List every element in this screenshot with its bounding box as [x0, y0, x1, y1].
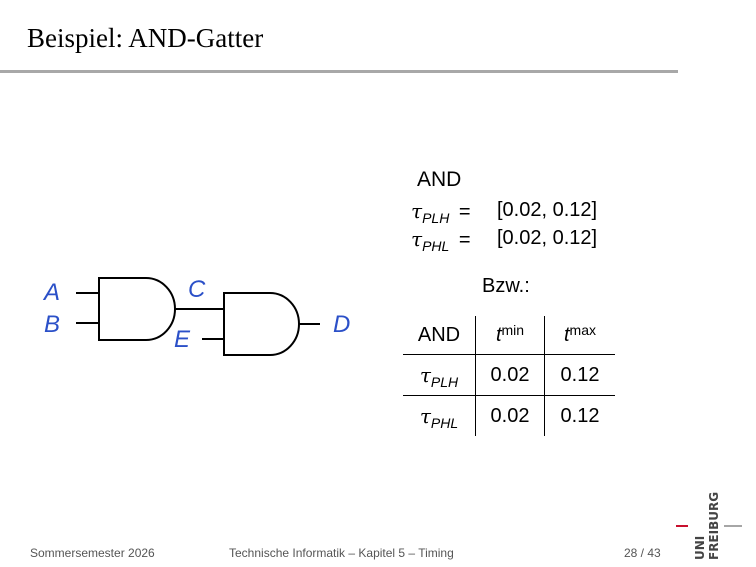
logo-line-2: FREIBURG [707, 492, 721, 560]
footer-page-number: 28 / 43 [624, 546, 661, 560]
subscript: PLH [422, 210, 450, 226]
signal-b-label: B [44, 311, 61, 338]
alternative-label: Bzw.: [482, 275, 530, 297]
and-gate-circuit [76, 277, 320, 356]
equals-sign: = [458, 201, 471, 223]
delay-value: [0.02, 0.12] [497, 199, 598, 221]
cell-min: 0.02 [475, 354, 545, 396]
signal-a-label: A [44, 279, 61, 306]
row-label: τPHL [419, 403, 459, 431]
table-header-row: AND tmin tmax [403, 316, 615, 355]
table-row: τPLH 0.02 0.12 [403, 354, 615, 396]
signal-e-label: E [174, 326, 191, 353]
footer-semester: Sommersemester 2026 [30, 546, 155, 560]
title-divider [0, 70, 678, 73]
cell-min: 0.02 [475, 395, 545, 436]
signal-c-label: C [188, 276, 206, 303]
university-logo: UNI FREIBURG [676, 492, 742, 560]
header-tmax: tmax [544, 316, 615, 355]
logo-line-1: UNI [693, 536, 707, 560]
signal-d-label: D [333, 311, 351, 338]
equals-sign: = [458, 229, 471, 251]
delay-plh-line: τPLH = [0.02, 0.12] [411, 199, 597, 226]
delay-value: [0.02, 0.12] [497, 227, 598, 249]
slide-title: Beispiel: AND-Gatter [27, 23, 264, 53]
and-gate-1 [98, 277, 176, 341]
and-gate-2 [223, 292, 300, 356]
table-row: τPHL 0.02 0.12 [403, 395, 615, 436]
tau-symbol: τ [411, 199, 423, 223]
cell-max: 0.12 [544, 354, 615, 396]
subscript: PHL [422, 238, 450, 254]
header-gate: AND [403, 316, 476, 355]
footer-course: Technische Informatik – Kapitel 5 – Timi… [229, 546, 454, 560]
timing-table: AND tmin tmax τPLH 0.02 0.12 τPHL 0.02 0… [403, 316, 615, 436]
cell-max: 0.12 [544, 395, 615, 436]
header-tmin: tmin [475, 316, 545, 355]
gate-heading: AND [417, 168, 462, 191]
delay-phl-line: τPHL = [0.02, 0.12] [411, 227, 597, 254]
row-label: τPLH [403, 354, 476, 396]
tau-symbol: τ [411, 227, 423, 251]
